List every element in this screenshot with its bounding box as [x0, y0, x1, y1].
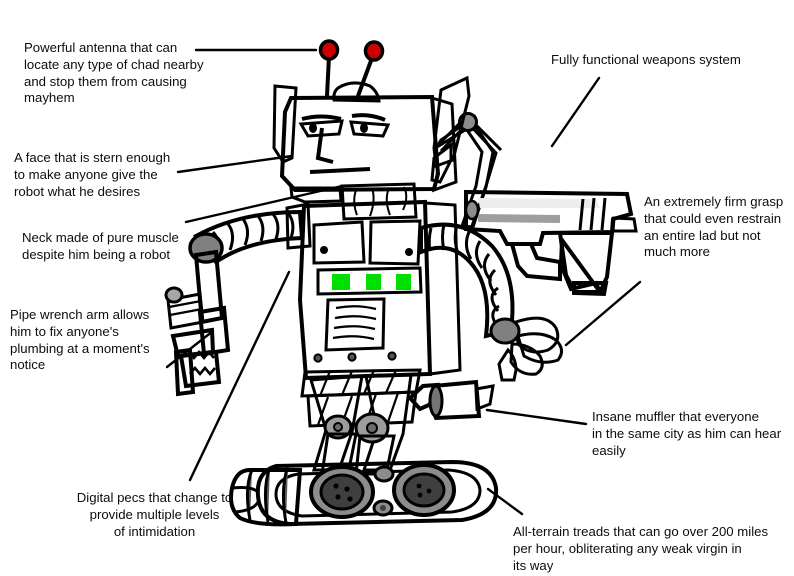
led-bar: [316, 266, 423, 296]
callout-grasp: An extremely firm grasp that could even …: [644, 194, 784, 260]
callout-treads: All-terrain treads that can go over 200 …: [513, 524, 769, 573]
face: [298, 113, 391, 174]
leader-face: [176, 154, 294, 174]
vent-panel: [324, 297, 386, 352]
claw-hand: [489, 316, 563, 382]
pec-right: [368, 219, 422, 266]
leader-treads: [486, 487, 524, 516]
treads: [229, 459, 499, 527]
head-dome: [332, 81, 381, 103]
led-1: [332, 274, 350, 290]
leader-lines: [165, 48, 642, 516]
antenna-right: [356, 40, 385, 97]
muffler: [407, 379, 495, 421]
leader-pecs: [188, 270, 291, 482]
leader-weapons: [550, 76, 601, 148]
pipe-wrench: [164, 249, 231, 397]
callout-face: A face that is stern enough to make anyo…: [14, 150, 171, 199]
callout-wrench: Pipe wrench arm allows him to fix anyone…: [10, 307, 150, 373]
callout-antenna: Powerful antenna that can locate any typ…: [24, 40, 204, 106]
leader-neck: [184, 184, 344, 224]
led-3: [396, 274, 411, 290]
horn-left: [272, 84, 298, 164]
head: [279, 94, 458, 204]
torso: [285, 199, 462, 381]
callout-muffler: Insane muffler that everyone in the same…: [592, 409, 782, 458]
pec-left: [312, 220, 366, 265]
callout-neck: Neck made of pure muscle despite him bei…: [22, 230, 179, 262]
leader-muffler: [485, 408, 588, 426]
neck: [340, 182, 418, 221]
antenna-left: [318, 39, 340, 97]
legs: [300, 368, 422, 476]
callout-weapons: Fully functional weapons system: [551, 52, 741, 67]
callout-pecs: Digital pecs that change to provide mult…: [76, 490, 233, 539]
led-2: [366, 274, 381, 290]
pistol: [464, 189, 638, 297]
leader-grasp: [564, 280, 642, 347]
